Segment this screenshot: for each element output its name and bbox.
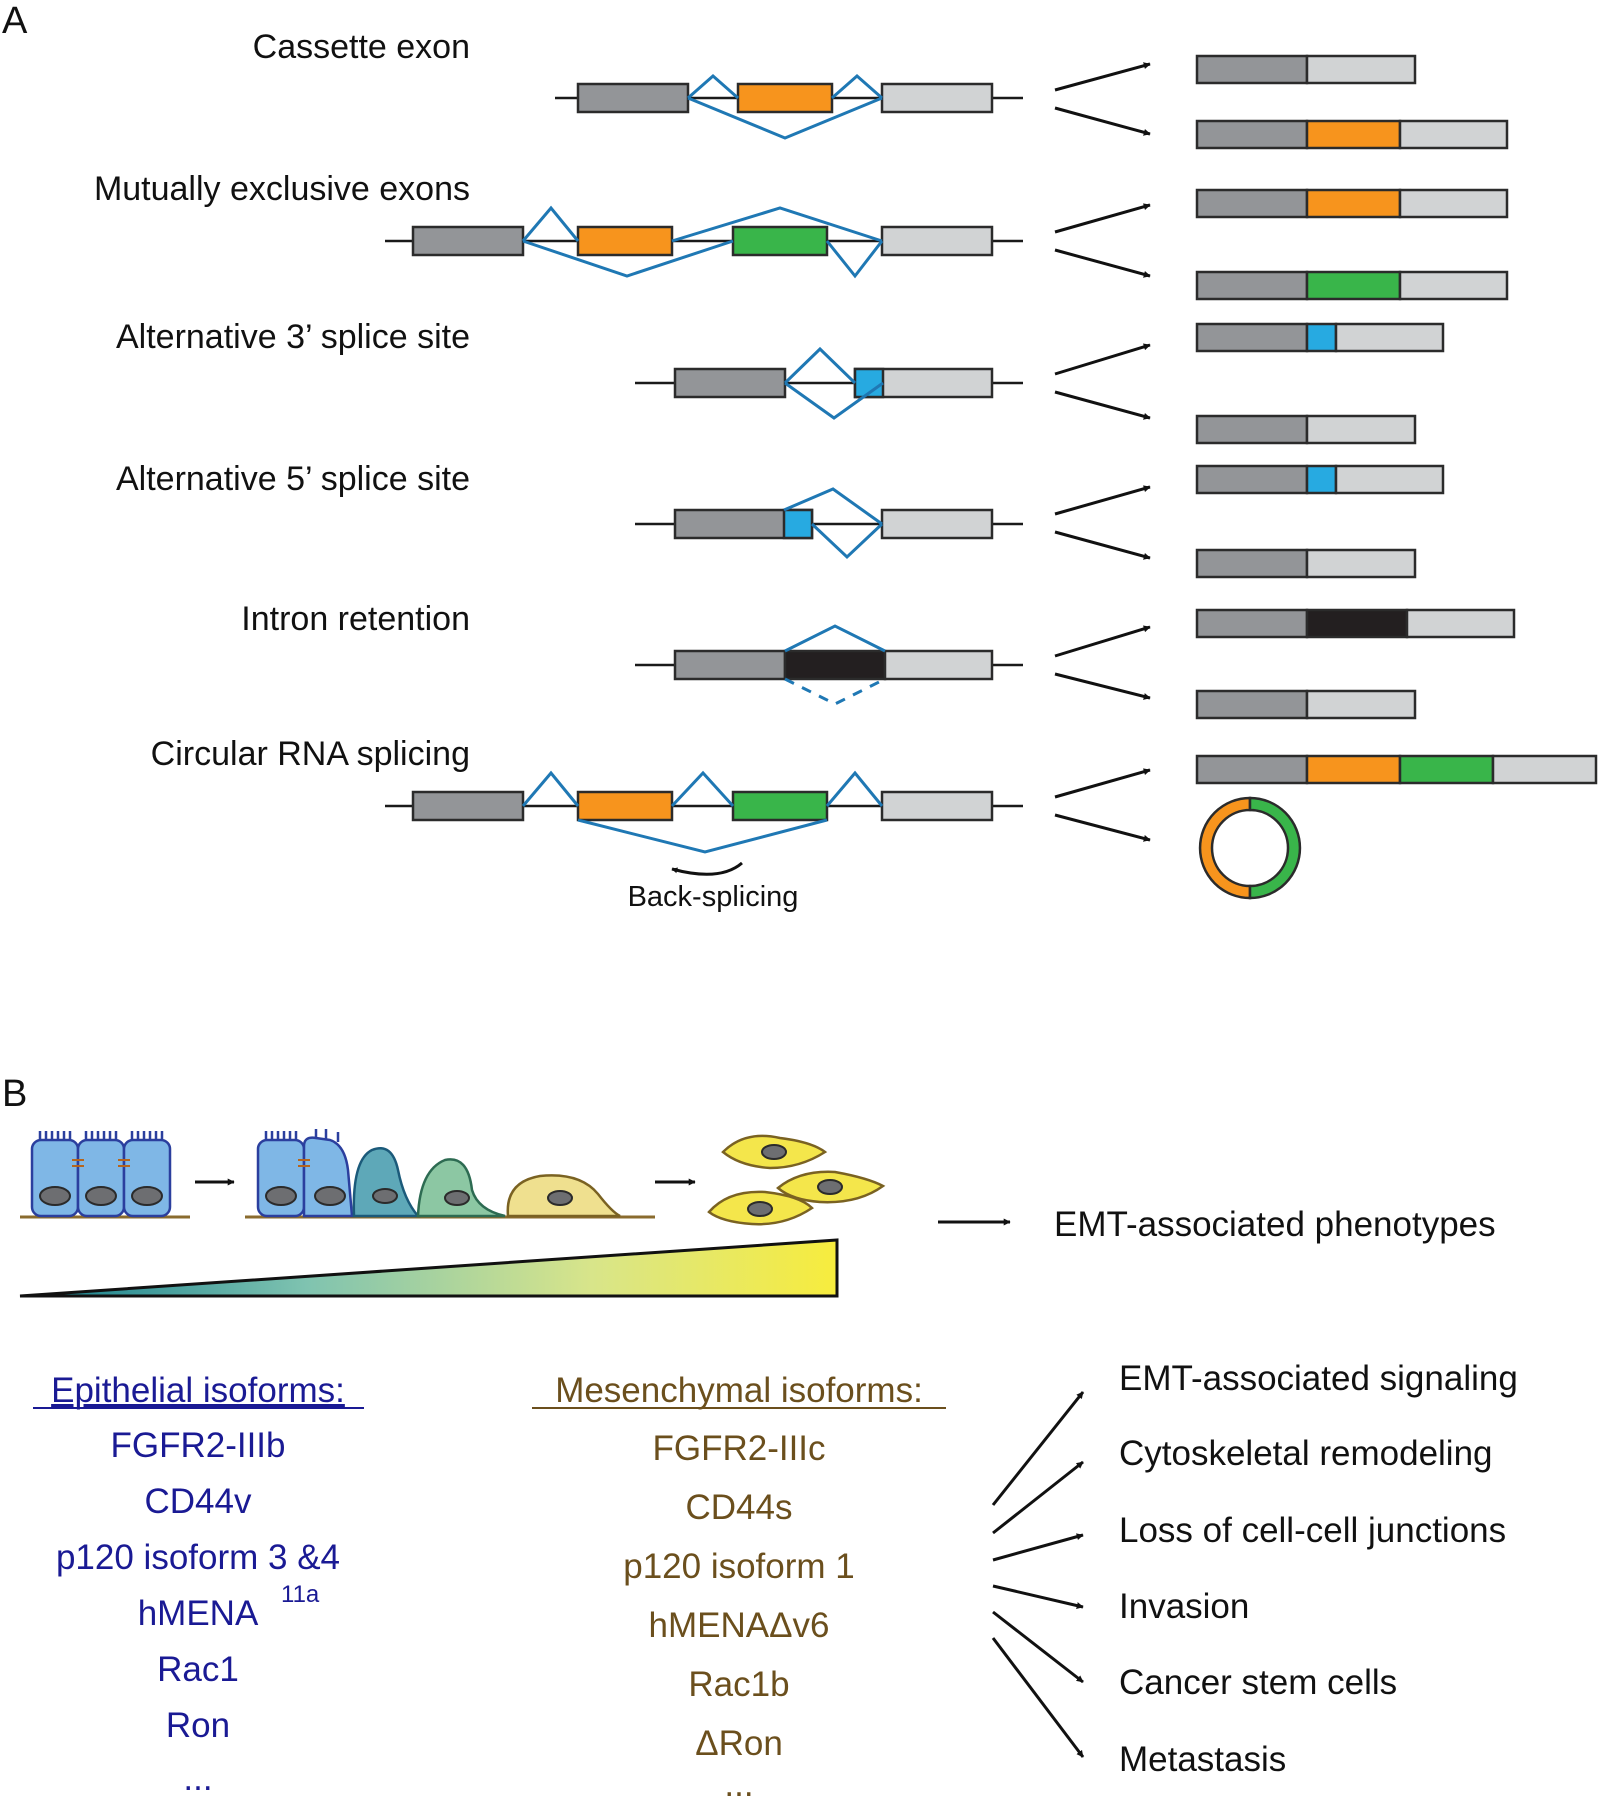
outcome-item: Cancer stem cells (1119, 1663, 1397, 1702)
panel-a-label: A (2, 0, 28, 42)
outcome-arrows (991, 1391, 1085, 1758)
outcome-item: Invasion (1119, 1587, 1249, 1626)
mesenchymal-isoform-list: Mesenchymal isoforms: FGFR2-IIIc CD44s p… (532, 1371, 946, 1800)
epithelial-isoform-item: p120 isoform 3 &4 (56, 1538, 340, 1577)
outcome-item: Cytoskeletal remodeling (1119, 1434, 1493, 1473)
mesenchymal-isoform-item: CD44s (686, 1488, 793, 1527)
epithelial-isoform-item: CD44v (145, 1482, 252, 1521)
mesenchymal-isoform-item: ... (724, 1765, 753, 1800)
back-splicing-arrow (671, 861, 743, 876)
emt-outcome-list: EMT-associated signaling Cytoskeletal re… (1119, 1359, 1518, 1779)
event-label-circular-rna-splicing: Circular RNA splicing (151, 735, 470, 773)
pre-mrna-alt-3-splice-site (635, 346, 1023, 420)
mesenchymal-isoform-item: ΔRon (695, 1724, 783, 1763)
epithelial-isoform-item: ... (183, 1759, 212, 1798)
epithelial-isoform-item: Ron (166, 1706, 230, 1745)
mrna-isoforms (1195, 54, 1598, 785)
pre-mrna-circular-rna-splicing (385, 770, 1023, 876)
splicing-outcome-arrows (1054, 62, 1151, 842)
pre-mrna-cassette-exon (555, 74, 1023, 140)
event-label-alt-3-splice-site: Alternative 3’ splice site (116, 318, 470, 356)
emt-phenotypes-label: EMT-associated phenotypes (1054, 1205, 1496, 1244)
outcome-item: Metastasis (1119, 1740, 1286, 1779)
panel-b-label: B (2, 1073, 27, 1115)
epithelial-isoform-item: FGFR2-IIIb (110, 1426, 285, 1465)
epithelial-isoforms-header: Epithelial isoforms: (51, 1371, 345, 1410)
circular-rna (1198, 796, 1302, 900)
outcome-item: Loss of cell-cell junctions (1119, 1511, 1506, 1550)
epithelial-isoform-item: Rac1 (157, 1650, 239, 1689)
epithelial-isoform-superscript: 11a (281, 1581, 320, 1608)
event-label-intron-retention: Intron retention (241, 600, 470, 638)
mesenchymal-isoform-item: Rac1b (688, 1665, 789, 1704)
pre-mrna-mutually-exclusive-exons (385, 205, 1023, 279)
pre-mrna-intron-retention (635, 624, 1023, 706)
pre-mrna-alt-5-splice-site (635, 487, 1023, 560)
back-splicing-label: Back-splicing (628, 881, 799, 913)
mesenchymal-cells (707, 1134, 886, 1226)
epithelial-isoform-item: hMENA (138, 1594, 259, 1633)
event-label-mutually-exclusive-exons: Mutually exclusive exons (94, 170, 470, 208)
epithelial-cells (20, 1131, 190, 1219)
event-label-alt-5-splice-site: Alternative 5’ splice site (116, 460, 470, 498)
epithelial-isoform-list: Epithelial isoforms: FGFR2-IIIb CD44v p1… (33, 1371, 364, 1798)
mesenchymal-isoform-item: FGFR2-IIIc (652, 1429, 825, 1468)
mesenchymal-isoform-item: p120 isoform 1 (623, 1547, 855, 1586)
outcome-item: EMT-associated signaling (1119, 1359, 1518, 1398)
event-label-cassette-exon: Cassette exon (253, 28, 470, 66)
mesenchymal-isoform-item: hMENAΔv6 (649, 1606, 830, 1645)
emt-gradient-wedge (19, 1238, 839, 1298)
mesenchymal-isoforms-header: Mesenchymal isoforms: (555, 1371, 923, 1410)
transitioning-cells (245, 1129, 655, 1219)
